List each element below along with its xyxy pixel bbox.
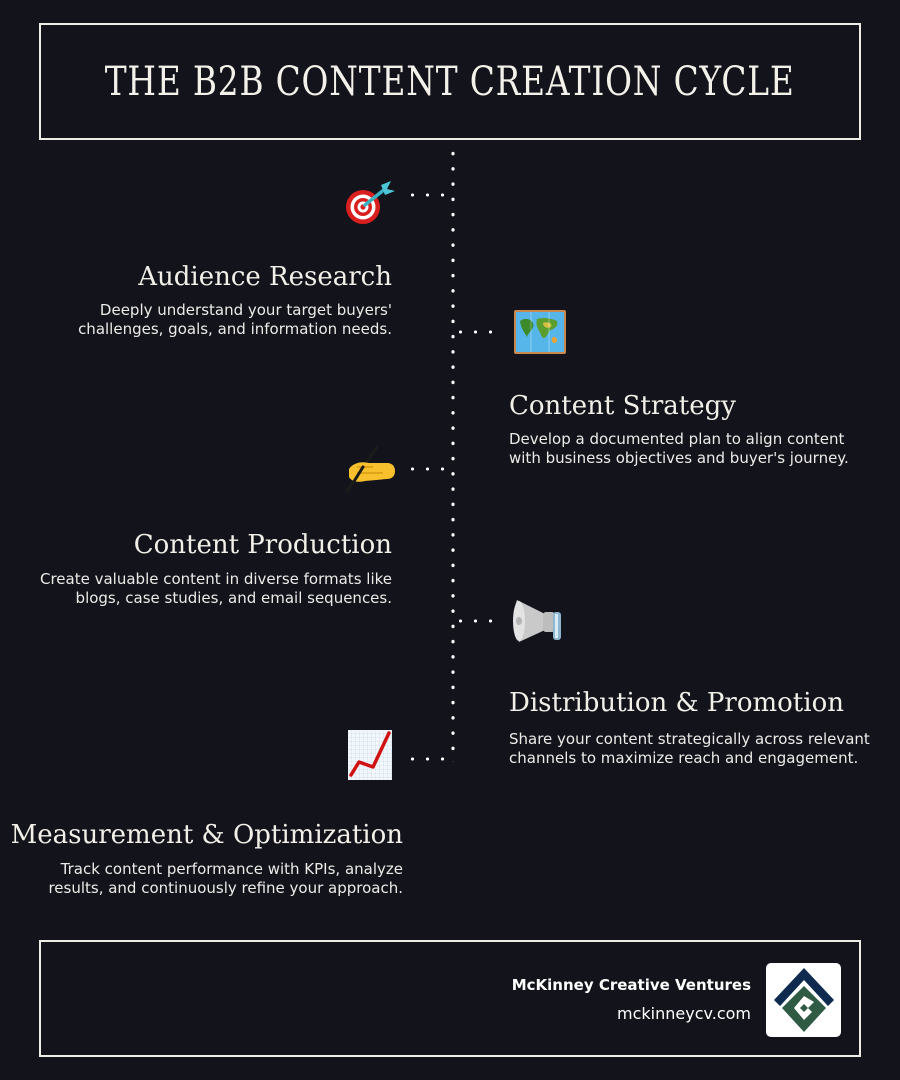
- step-title-content-production: Content Production: [133, 530, 392, 560]
- title-banner: THE B2B CONTENT CREATION CYCLE: [39, 23, 861, 140]
- connector-step-5: [405, 757, 453, 761]
- description-line: Deeply understand your target buyers': [99, 301, 392, 319]
- connector-step-1: [405, 193, 453, 197]
- description-line: blogs, case studies, and email sequences…: [75, 589, 392, 607]
- connector-step-3: [405, 467, 453, 471]
- description-line: Create valuable content in diverse forma…: [40, 570, 392, 588]
- description-line: Track content performance with KPIs, ana…: [60, 860, 403, 878]
- description-line: channels to maximize reach and engagemen…: [509, 749, 859, 767]
- description-line: Develop a documented plan to align conte…: [509, 430, 845, 448]
- description-line: with business objectives and buyer's jou…: [509, 449, 849, 467]
- step-description-content-production: Create valuable content in diverse forma…: [40, 570, 392, 608]
- description-line: Share your content strategically across …: [509, 730, 870, 748]
- step-title-measurement-optimization: Measurement & Optimization: [10, 820, 403, 850]
- connector-step-4: [453, 619, 501, 623]
- step-description-distribution-promotion: Share your content strategically across …: [509, 730, 870, 768]
- company-url-link[interactable]: mckinneycv.com: [617, 1004, 751, 1023]
- target-dart-icon: [340, 176, 396, 232]
- company-name: McKinney Creative Ventures: [511, 976, 751, 994]
- world-map-icon: [512, 304, 568, 360]
- step-description-content-strategy: Develop a documented plan to align conte…: [509, 430, 849, 468]
- chart-increasing-icon: [342, 727, 398, 783]
- description-line: results, and continuously refine your ap…: [48, 879, 403, 897]
- megaphone-icon: [510, 592, 566, 648]
- step-title-audience-research: Audience Research: [138, 262, 392, 292]
- description-line: challenges, goals, and information needs…: [78, 320, 392, 338]
- footer-banner: McKinney Creative Ventures mckinneycv.co…: [39, 940, 861, 1057]
- writing-hand-icon: [342, 440, 398, 496]
- connector-step-2: [453, 330, 501, 334]
- step-description-measurement-optimization: Track content performance with KPIs, ana…: [48, 860, 403, 898]
- step-title-content-strategy: Content Strategy: [509, 391, 736, 421]
- page-title: THE B2B CONTENT CREATION CYCLE: [105, 58, 795, 105]
- step-title-distribution-promotion: Distribution & Promotion: [509, 688, 844, 718]
- company-logo: [766, 963, 841, 1037]
- logo-mark-icon: [773, 968, 834, 1032]
- timeline-vertical-dotted-line: [451, 146, 455, 762]
- step-description-audience-research: Deeply understand your target buyers' ch…: [78, 301, 392, 339]
